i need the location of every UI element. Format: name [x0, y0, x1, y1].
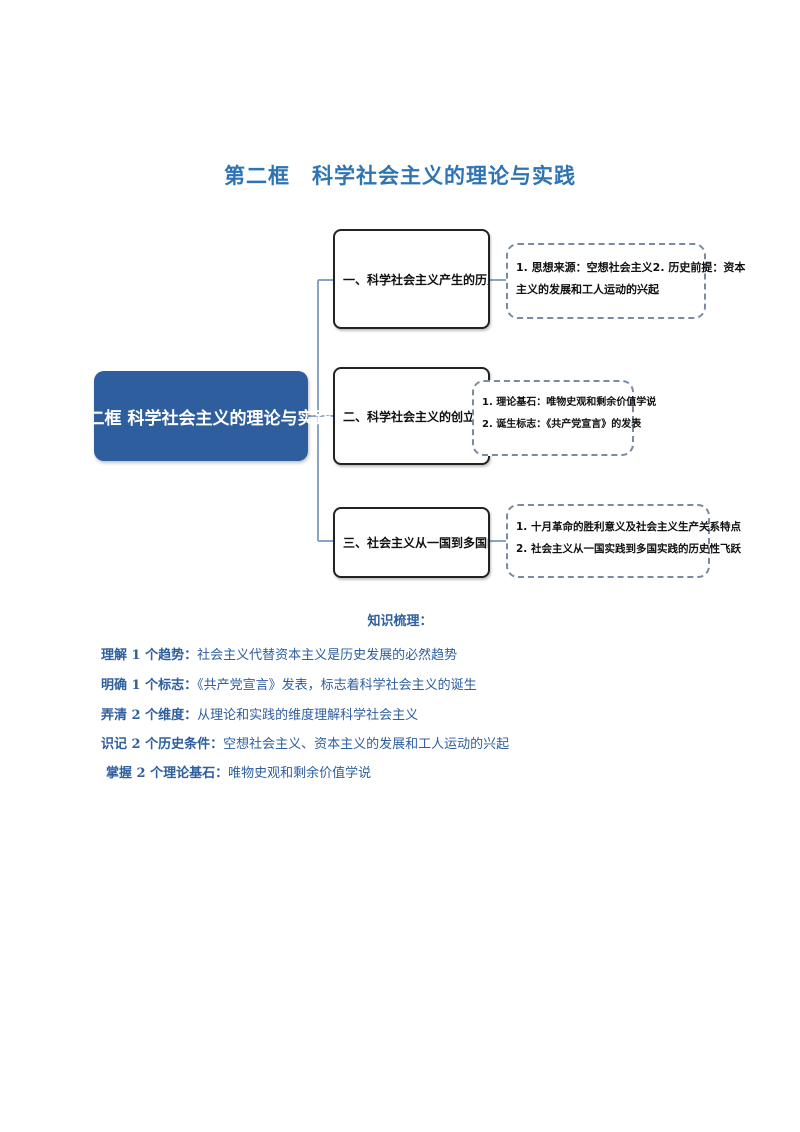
- summary-item: 识记 2 个历史条件：空想社会主义、资本主义的发展和工人运动的兴起: [101, 733, 509, 752]
- leaf-historical-conditions: 1. 思想来源：空想社会主义2. 历史前提：资本 主义的发展和工人运动的兴起: [506, 243, 746, 319]
- summary-item-text: 空想社会主义、资本主义的发展和工人运动的兴起: [223, 737, 510, 752]
- branch-label: 一、科学社会主义产生的历史条件: [343, 272, 488, 287]
- mind-map: 第二框 科学社会主义的理论与实践 一、科学社会主义产生的历史条件 二、科学社会主…: [71, 229, 746, 578]
- branch-historical-conditions: 一、科学社会主义产生的历史条件: [333, 229, 490, 329]
- leaf-line: 主义的发展和工人运动的兴起: [516, 283, 659, 296]
- summary-heading: 知识梳理：: [367, 614, 433, 629]
- branch-founding: 二、科学社会主义的创立: [333, 367, 490, 465]
- summary-item-text: 从理论和实践的维度理解科学社会主义: [197, 708, 419, 723]
- leaf-line: 1. 思想来源：空想社会主义2. 历史前提：资本: [516, 261, 746, 274]
- leaf-practice: 1. 十月革命的胜利意义及社会主义生产关系特点 2. 社会主义从一国实践到多国实…: [506, 504, 741, 578]
- branch-label: 二、科学社会主义的创立: [343, 409, 476, 424]
- mind-map-root: 第二框 科学社会主义的理论与实践: [71, 371, 331, 461]
- summary-item: 弄清 2 个维度：从理论和实践的维度理解科学社会主义: [101, 704, 418, 723]
- branch-practice: 三、社会主义从一国到多国的实践: [333, 507, 490, 578]
- summary-item-text: 唯物史观和剩余价值学说: [228, 766, 372, 781]
- branch-label: 三、社会主义从一国到多国的实践: [343, 536, 488, 550]
- summary-item-label: 弄清 2 个维度：: [101, 708, 198, 723]
- summary-item: 掌握 2 个理论基石：唯物史观和剩余价值学说: [106, 762, 371, 781]
- summary-item: 明确 1 个标志：《共产党宣言》发表，标志着科学社会主义的诞生: [101, 674, 477, 693]
- leaf-line: 1. 理论基石：唯物史观和剩余价值学说: [482, 397, 657, 408]
- leaf-line: 1. 十月革命的胜利意义及社会主义生产关系特点: [516, 521, 741, 533]
- leaf-line: 2. 诞生标志：《共产党宣言》的发表: [482, 419, 642, 430]
- summary-item-label: 理解 1 个趋势：: [101, 648, 198, 663]
- summary-item-label: 识记 2 个历史条件：: [101, 737, 224, 752]
- summary-item-label: 明确 1 个标志：: [101, 678, 198, 693]
- page-title: 第二框 科学社会主义的理论与实践: [224, 164, 576, 188]
- summary-item-text: 社会主义代替资本主义是历史发展的必然趋势: [197, 648, 458, 663]
- summary-item: 理解 1 个趋势：社会主义代替资本主义是历史发展的必然趋势: [101, 644, 457, 663]
- summary-item-label: 掌握 2 个理论基石：: [106, 766, 229, 781]
- leaf-line: 2. 社会主义从一国实践到多国实践的历史性飞跃: [516, 543, 741, 555]
- summary-item-text: 《共产党宣言》发表，标志着科学社会主义的诞生: [197, 678, 477, 693]
- leaf-founding: 1. 理论基石：唯物史观和剩余价值学说 2. 诞生标志：《共产党宣言》的发表: [472, 380, 657, 456]
